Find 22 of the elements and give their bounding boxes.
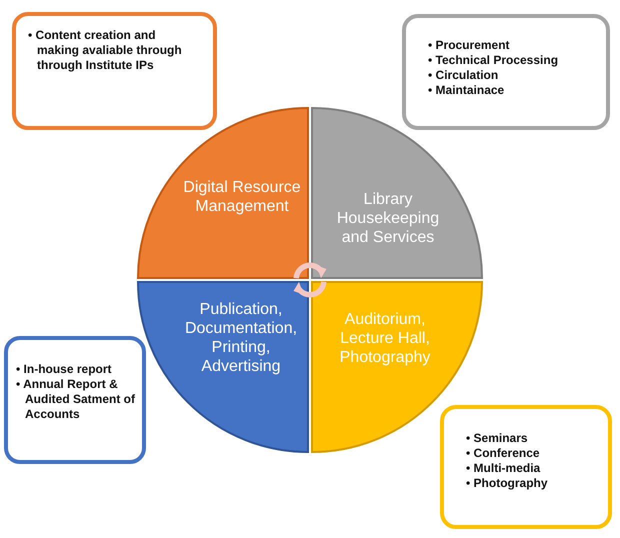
bullet-item: • Annual Report & Audited Satment of Accounts — [16, 377, 136, 422]
quadrant-label: Library Housekeeping and Services — [336, 190, 440, 247]
quadrant-label: Digital Resource Management — [182, 178, 302, 216]
bullet-item: • Seminars — [466, 431, 529, 446]
pie-quadrant — [138, 282, 308, 452]
bullet-item: • Multi-media — [466, 461, 542, 476]
bullet-item: • Maintainace — [428, 83, 506, 98]
pie-quadrant — [138, 108, 308, 278]
bullet-item: • Procurement — [428, 38, 511, 53]
callout-box — [4, 336, 146, 464]
callout-box — [402, 14, 610, 130]
bullet-item: • Content creation and making avaliable through through Institute IPs — [28, 28, 183, 73]
bullet-item: • Technical Processing — [428, 53, 560, 68]
bullet-item: • Conference — [466, 446, 541, 461]
callout-box — [440, 405, 612, 529]
bullet-item: • In-house report — [16, 362, 113, 377]
bullet-item: • Circulation — [428, 68, 500, 83]
quadrant-label: Auditorium, Lecture Hall, Photography — [338, 310, 432, 367]
quadrant-label: Publication, Documentation, Printing, Advertising — [184, 300, 298, 376]
pie-quadrant — [312, 108, 482, 278]
bullet-item: • Photography — [466, 476, 549, 491]
callout-box — [12, 12, 217, 130]
